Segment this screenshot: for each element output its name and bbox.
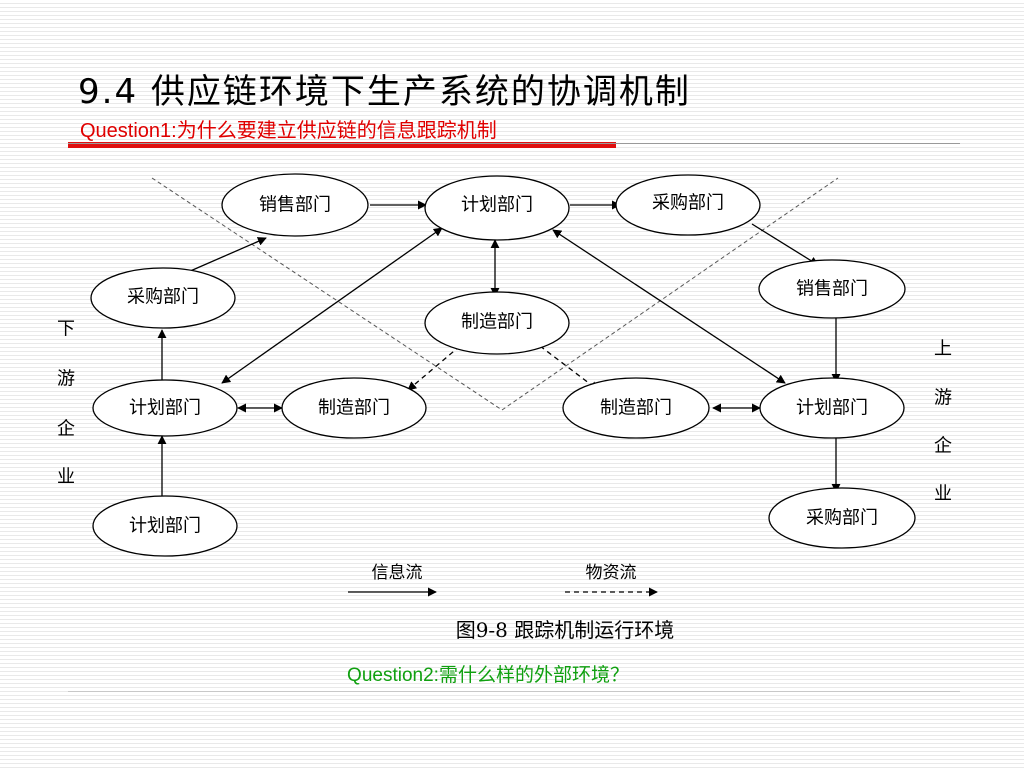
title-underline-gray [68, 143, 960, 144]
downstream-char-3: 企 [57, 419, 75, 440]
label-sales-right: 销售部门 [796, 279, 868, 300]
upstream-char-3: 企 [934, 436, 952, 457]
material-flow-arrows [407, 345, 599, 391]
label-plan-top: 计划部门 [461, 195, 533, 216]
node-manufacture-left [281, 377, 427, 439]
node-labels: 销售部门 计划部门 采购部门 采购部门 制造部门 销售部门 计划部门 制造部门 … [127, 193, 878, 537]
department-nodes [90, 173, 916, 557]
label-sales-top: 销售部门 [259, 195, 331, 216]
label-manufacture-left: 制造部门 [318, 398, 390, 419]
question1-subtitle: Question1:为什么要建立供应链的信息跟踪机制 [80, 120, 497, 142]
figure-caption: 图9-8 跟踪机制运行环境 [455, 618, 675, 642]
arrow-plan-top-plan-right [552, 229, 786, 384]
node-purchase-bottom-right [768, 487, 916, 549]
upstream-char-1: 上 [934, 339, 952, 360]
footer-divider [68, 691, 960, 692]
node-sales-right [758, 259, 906, 319]
upstream-char-2: 游 [934, 388, 952, 409]
downstream-enterprise-label: 下 游 企 业 [57, 319, 75, 488]
label-plan-right: 计划部门 [796, 398, 868, 419]
node-sales-top [221, 173, 369, 237]
node-manufacture-right [562, 377, 710, 439]
downstream-char-1: 下 [57, 319, 75, 340]
title-underline-red [68, 142, 616, 148]
label-manufacture-center: 制造部门 [461, 312, 533, 333]
node-purchase-top [615, 174, 761, 236]
label-plan-bottom-left: 计划部门 [129, 516, 201, 537]
legend-info-flow-label: 信息流 [372, 563, 423, 583]
downstream-char-2: 游 [57, 369, 75, 390]
node-plan-top [424, 175, 570, 241]
slide-title: 9.4 供应链环境下生产系统的协调机制 [78, 72, 691, 112]
label-manufacture-right: 制造部门 [600, 398, 672, 419]
upstream-enterprise-label: 上 游 企 业 [934, 339, 952, 505]
node-plan-left [92, 379, 238, 437]
arrow-plan-left-plan-top [221, 227, 443, 384]
arrow-purchase-left-to-sales-top [187, 237, 267, 273]
upstream-char-4: 业 [934, 484, 952, 505]
legend: 信息流 物资流 [348, 563, 658, 597]
label-purchase-bottom-right: 采购部门 [806, 508, 878, 529]
arrow-manufacture-center-to-manufacture-right [539, 345, 599, 391]
arrow-manufacture-center-to-manufacture-left [407, 345, 461, 391]
arrow-purchase-to-sales-right [751, 223, 819, 266]
info-flow-arrows [157, 200, 841, 500]
label-purchase-left: 采购部门 [127, 287, 199, 308]
label-plan-left: 计划部门 [129, 398, 201, 419]
node-manufacture-center [424, 291, 570, 355]
downstream-char-4: 业 [57, 467, 75, 488]
node-plan-bottom-left [92, 495, 238, 557]
legend-material-flow-label: 物资流 [586, 563, 637, 583]
node-purchase-left [90, 267, 236, 329]
node-plan-right [759, 377, 905, 439]
label-purchase-top: 采购部门 [652, 193, 724, 214]
question2-text: Question2:需什么样的外部环境？ [347, 665, 629, 686]
